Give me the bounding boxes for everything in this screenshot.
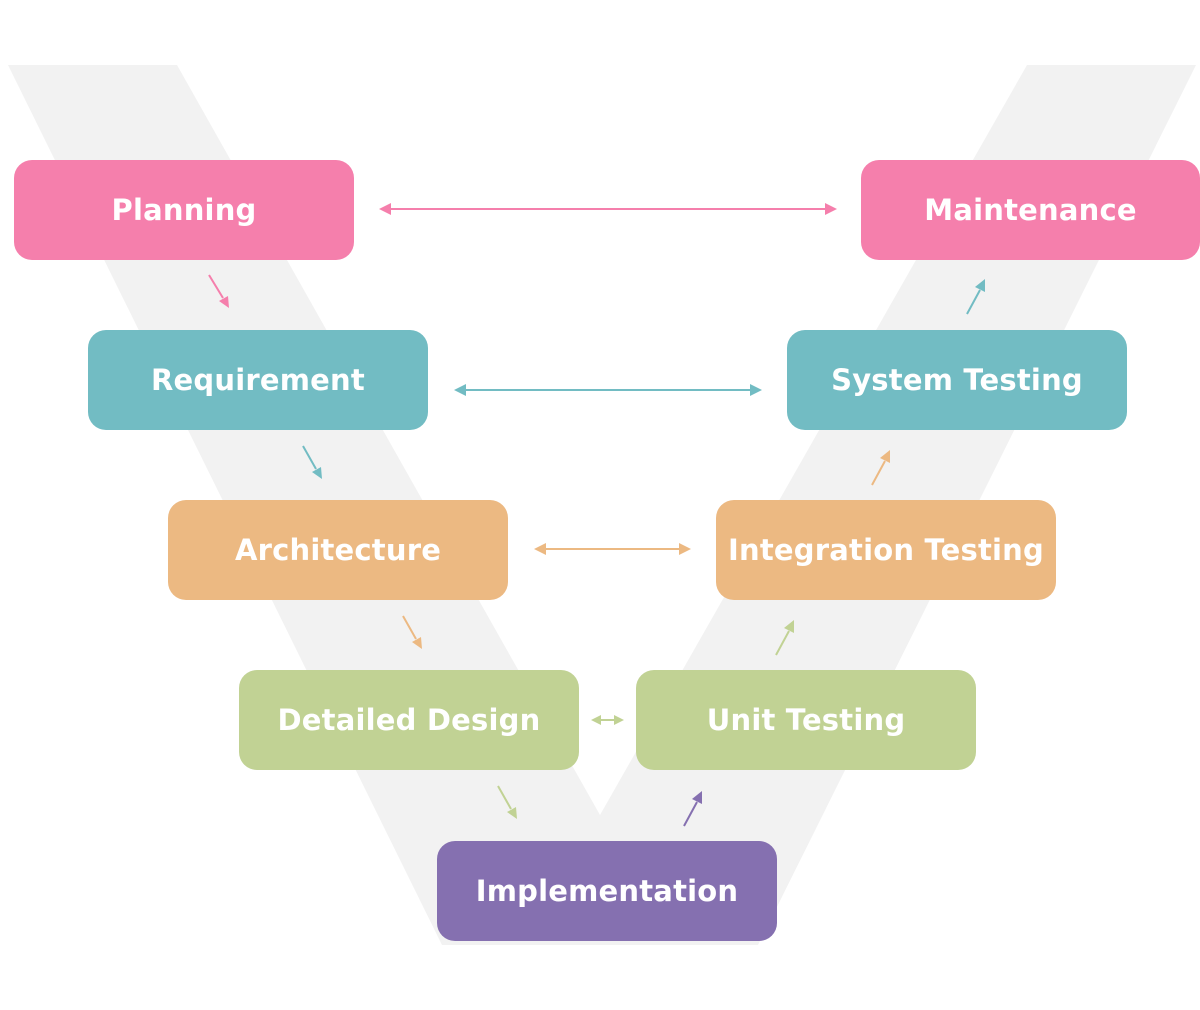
detailed-design-label: Detailed Design xyxy=(277,703,541,737)
integration-testing-box: Integration Testing xyxy=(716,500,1056,600)
integration-testing-label: Integration Testing xyxy=(728,533,1044,567)
requirement-label: Requirement xyxy=(151,363,365,397)
system-testing-box: System Testing xyxy=(787,330,1127,430)
maintenance-box: Maintenance xyxy=(861,160,1200,260)
arrow-implementation-to-unit xyxy=(683,791,702,827)
architecture-box: Architecture xyxy=(168,500,508,600)
implementation-label: Implementation xyxy=(475,874,739,908)
arrow-integration-to-system xyxy=(871,450,890,486)
arrow-requirement-to-architecture xyxy=(302,445,322,479)
planning-box: Planning xyxy=(14,160,354,260)
architecture-integration-connector xyxy=(534,543,691,555)
requirement-system-connector xyxy=(454,384,762,396)
arrow-architecture-to-detailed xyxy=(402,615,422,649)
unit-testing-box: Unit Testing xyxy=(636,670,976,770)
system-testing-label: System Testing xyxy=(831,363,1083,397)
unit-testing-label: Unit Testing xyxy=(706,703,906,737)
implementation-box: Implementation xyxy=(437,841,777,941)
architecture-label: Architecture xyxy=(234,533,442,567)
arrow-detailed-to-implementation xyxy=(497,785,517,819)
requirement-box: Requirement xyxy=(88,330,428,430)
detailed-unit-connector xyxy=(591,715,624,725)
planning-maintenance-connector xyxy=(379,203,837,215)
planning-label: Planning xyxy=(111,193,257,227)
maintenance-label: Maintenance xyxy=(924,193,1137,227)
arrow-unit-to-integration xyxy=(775,620,794,656)
detailed-design-box: Detailed Design xyxy=(239,670,579,770)
arrow-system-to-maintenance xyxy=(966,279,985,315)
arrow-planning-to-requirement xyxy=(208,274,229,308)
